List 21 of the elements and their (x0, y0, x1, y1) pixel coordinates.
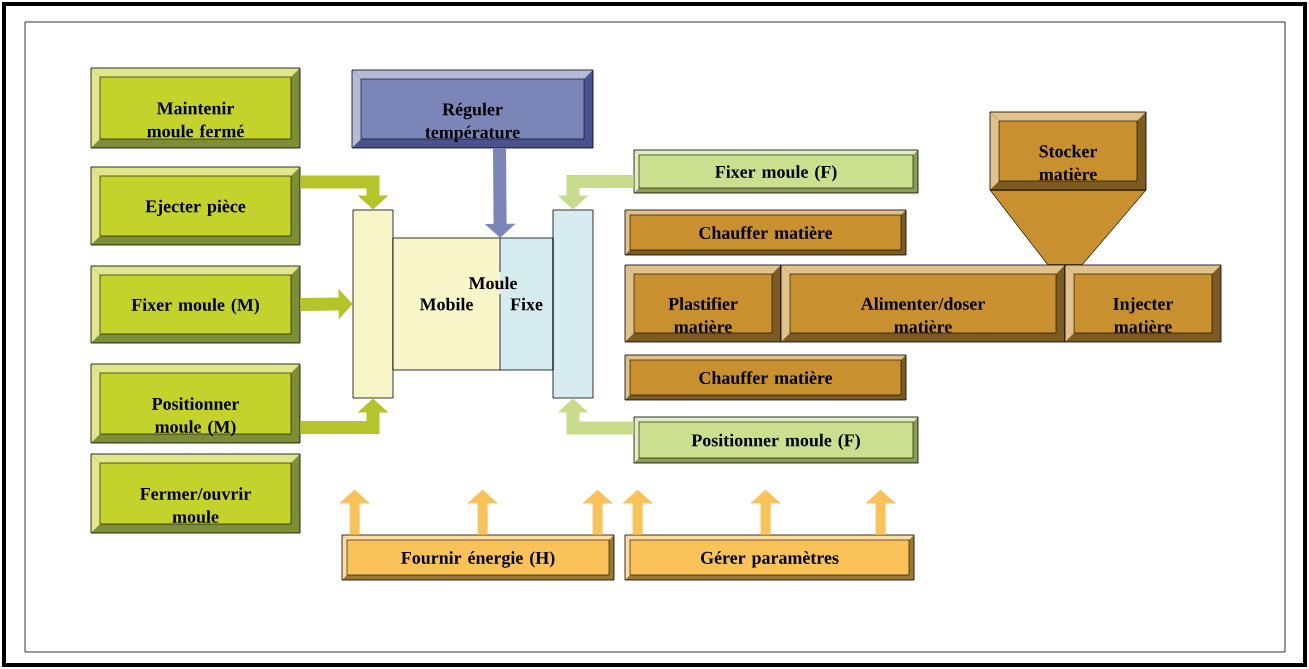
process-box: Chauffer matière (624, 209, 907, 256)
process-box: Fournir énergie (H) (341, 534, 615, 581)
process-box: Réguler température (351, 69, 594, 149)
process-box: Fermer/ouvrir moule (90, 453, 301, 534)
hopper-box: Stocker matière (989, 111, 1147, 266)
node-label: Mobile (419, 297, 473, 311)
process-box: Positionner moule (M) (90, 363, 301, 444)
node-label: Fixe (510, 297, 543, 311)
process-box: Gérer paramètres (624, 534, 915, 581)
process-box: Fixer moule (F) (633, 149, 919, 194)
process-box: Fixer moule (M) (90, 265, 301, 344)
mould-plate (552, 209, 594, 399)
process-box: Alimenter/doser matière (780, 264, 1066, 343)
process-box: Chauffer matière (624, 354, 907, 401)
process-box: Plastifier matière (624, 264, 782, 343)
mould-plate (352, 209, 394, 399)
mould-label: Moule (468, 276, 517, 290)
process-box: Injecter matière (1064, 264, 1222, 343)
process-box: Ejecter pièce (90, 166, 301, 246)
process-box: Maintenir moule fermé (90, 67, 301, 149)
process-box: Positionner moule (F) (633, 416, 919, 464)
